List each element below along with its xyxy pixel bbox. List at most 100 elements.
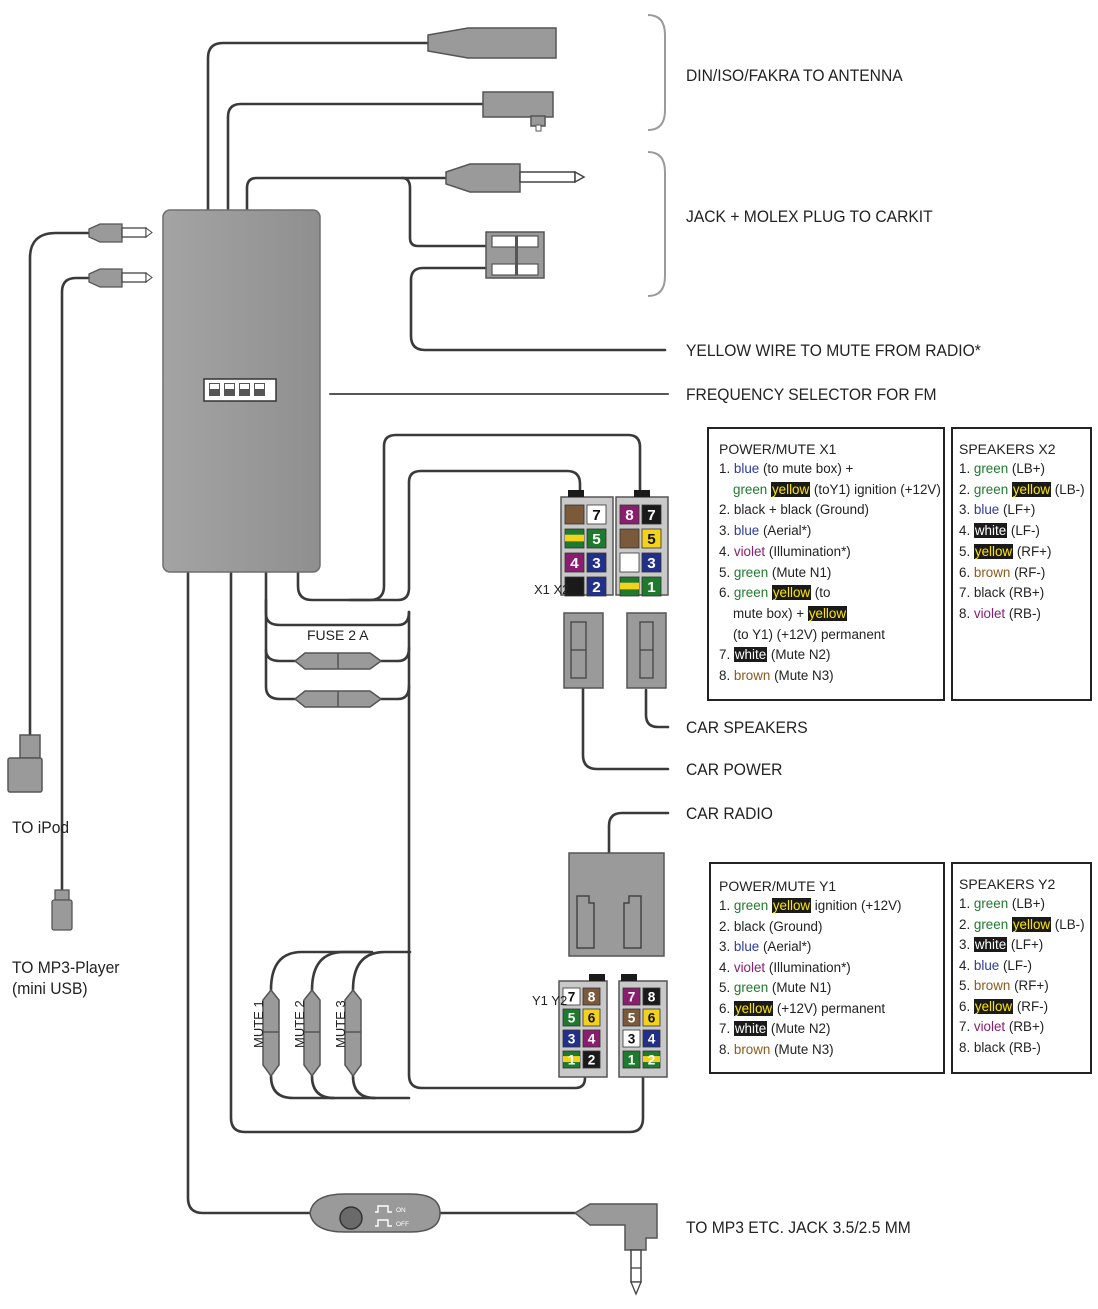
y1-pin: 8 (582, 987, 601, 1006)
x1-pin: 4 (564, 552, 585, 573)
y2-pin-number: 4 (648, 1031, 656, 1046)
y2-pin: 8 (642, 987, 661, 1006)
carkit-label: JACK + MOLEX PLUG TO CARKIT (686, 207, 933, 226)
line-segment: (RF-) (1013, 998, 1049, 1014)
x1-pin-number: 2 (592, 579, 600, 596)
line-segment: (RB+) (1005, 1019, 1045, 1034)
line-segment: green (973, 896, 1009, 911)
y2-pin: 5 (622, 1008, 641, 1027)
x2-pin: 7 (641, 504, 662, 525)
x2-pin-number: 5 (647, 531, 656, 548)
line-segment: 7. (959, 1019, 974, 1034)
line-segment: 8. black (RB-) (959, 1039, 1041, 1055)
speakers-x2-line: 5. yellow (RF+) (959, 542, 1086, 563)
mute-wire-label: YELLOW WIRE TO MUTE FROM RADIO* (686, 341, 981, 360)
y1-pin: 7 (562, 987, 581, 1006)
line-segment: 5. (719, 980, 734, 995)
line-segment: green (973, 481, 1012, 497)
x1-pin-number: 7 (592, 507, 600, 524)
y1-pin-number: 7 (568, 989, 576, 1004)
fuse-label: FUSE 2 A (307, 627, 369, 643)
line-segment: 1. (959, 461, 974, 476)
power-mute-x1-line: (to Y1) (+12V) permanent (719, 625, 937, 646)
speakers-x2-title: SPEAKERS X2 (959, 441, 1056, 457)
line-segment: (LF-) (999, 957, 1032, 973)
power-mute-y1-line: 2. black (Ground) (719, 917, 937, 938)
line-segment: yellow (973, 998, 1014, 1014)
mute-fuse-2 (303, 988, 321, 1078)
wires (28, 41, 670, 1215)
y1-pin: 4 (582, 1029, 601, 1048)
line-segment: 4. (959, 957, 974, 973)
x1-pin-number: 5 (592, 531, 601, 548)
line-segment: (Mute N2) (767, 1021, 831, 1036)
x2-pin (619, 552, 640, 573)
line-segment: (RB-) (1005, 605, 1041, 621)
line-segment: blue (973, 957, 1000, 973)
mp3-angle-jack (573, 1203, 658, 1296)
carkit-bracket (647, 151, 666, 297)
on-off-switch[interactable]: ON OFF (309, 1193, 441, 1233)
speakers-x2-lines: 1. green (LB+)2. green yellow (LB-)3. bl… (959, 459, 1086, 625)
line-segment: (Illumination*) (765, 543, 851, 559)
power-mute-y1-line: 8. brown (Mute N3) (719, 1040, 937, 1061)
y1-pin: 5 (562, 1008, 581, 1027)
x1-pin-number: 4 (570, 555, 579, 572)
x1-pin-number: 3 (592, 555, 600, 572)
molex-plug (485, 231, 545, 279)
power-mute-y1-lines: 1. green yellow ignition (+12V)2. black … (719, 896, 937, 1060)
speakers-y2-box: SPEAKERS Y2 1. green (LB+)2. green yello… (951, 862, 1092, 1074)
y2-pin-number: 2 (648, 1052, 656, 1067)
x1-pin (564, 528, 585, 549)
line-segment: (to mute box) + (759, 461, 854, 476)
line-segment: 1. (959, 896, 974, 911)
speakers-y2-lines: 1. green (LB+)2. green yellow (LB-)3. wh… (959, 894, 1086, 1058)
line-segment: violet (973, 1019, 1006, 1034)
line-segment: green (733, 898, 772, 913)
speakers-x2-line: 6. brown (RF-) (959, 563, 1086, 584)
y2-pin: 7 (622, 987, 641, 1006)
mute-3-label: MUTE 3 (333, 1000, 348, 1048)
speakers-y2-line: 8. black (RB-) (959, 1038, 1086, 1059)
power-mute-y1-title: POWER/MUTE Y1 (719, 878, 837, 894)
speakers-x2-line: 8. violet (RB-) (959, 604, 1086, 625)
speakers-x2-line: 1. green (LB+) (959, 459, 1086, 480)
switch-button[interactable] (339, 1206, 363, 1230)
power-mute-x1-title: POWER/MUTE X1 (719, 441, 837, 457)
y1-pin-number: 5 (568, 1010, 576, 1025)
line-segment: (LF+) (999, 502, 1036, 518)
speakers-x2-box: SPEAKERS X2 1. green (LB+)2. green yello… (951, 427, 1092, 701)
power-mute-y1-line: 3. blue (Aerial*) (719, 937, 937, 958)
power-mute-x1-line: 1. blue (to mute box) + (719, 459, 937, 480)
line-segment: 6. (959, 564, 974, 580)
line-segment: 4. (959, 523, 974, 539)
y1-pin-number: 6 (588, 1010, 596, 1025)
x1-pin: 5 (586, 528, 607, 549)
x2-pin: 5 (641, 528, 662, 549)
line-segment: 5. (959, 543, 974, 559)
line-segment: (LB+) (1008, 461, 1045, 476)
x1-pin: 3 (586, 552, 607, 573)
line-segment: yellow (771, 585, 812, 601)
x2-pin: 8 (619, 504, 640, 525)
y1-pin-number: 4 (588, 1031, 596, 1046)
power-mute-y1-line: 6. yellow (+12V) permanent (719, 999, 937, 1020)
y1-pin: 2 (582, 1050, 601, 1069)
line-segment: ignition (+12V) (811, 898, 902, 913)
y1y2-label: Y1 Y2 (532, 993, 567, 1008)
y2-pin: 1 (622, 1050, 641, 1069)
power-mute-x1-line: green yellow (toY1) ignition (+12V) (719, 480, 941, 501)
y2-pin-number: 7 (628, 989, 636, 1004)
y1-pin: 1 (562, 1050, 581, 1069)
power-mute-x1-line: 6. green yellow (to (719, 583, 937, 604)
line-segment: 2. black + black (Ground) (719, 502, 869, 518)
car-speakers-plug (626, 612, 667, 689)
line-segment: green (973, 461, 1009, 476)
frequency-dip-switch[interactable] (203, 378, 277, 402)
x2-pin: 1 (641, 576, 662, 597)
line-segment: 5. (959, 978, 974, 993)
line-segment: green (733, 585, 772, 601)
